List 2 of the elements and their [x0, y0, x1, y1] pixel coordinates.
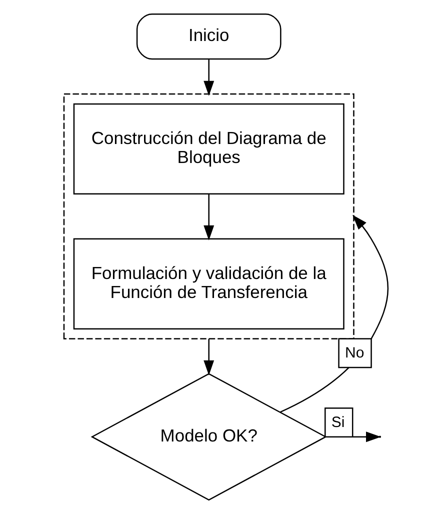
edge-label: No — [345, 344, 364, 362]
edge-label: Si — [331, 413, 345, 430]
